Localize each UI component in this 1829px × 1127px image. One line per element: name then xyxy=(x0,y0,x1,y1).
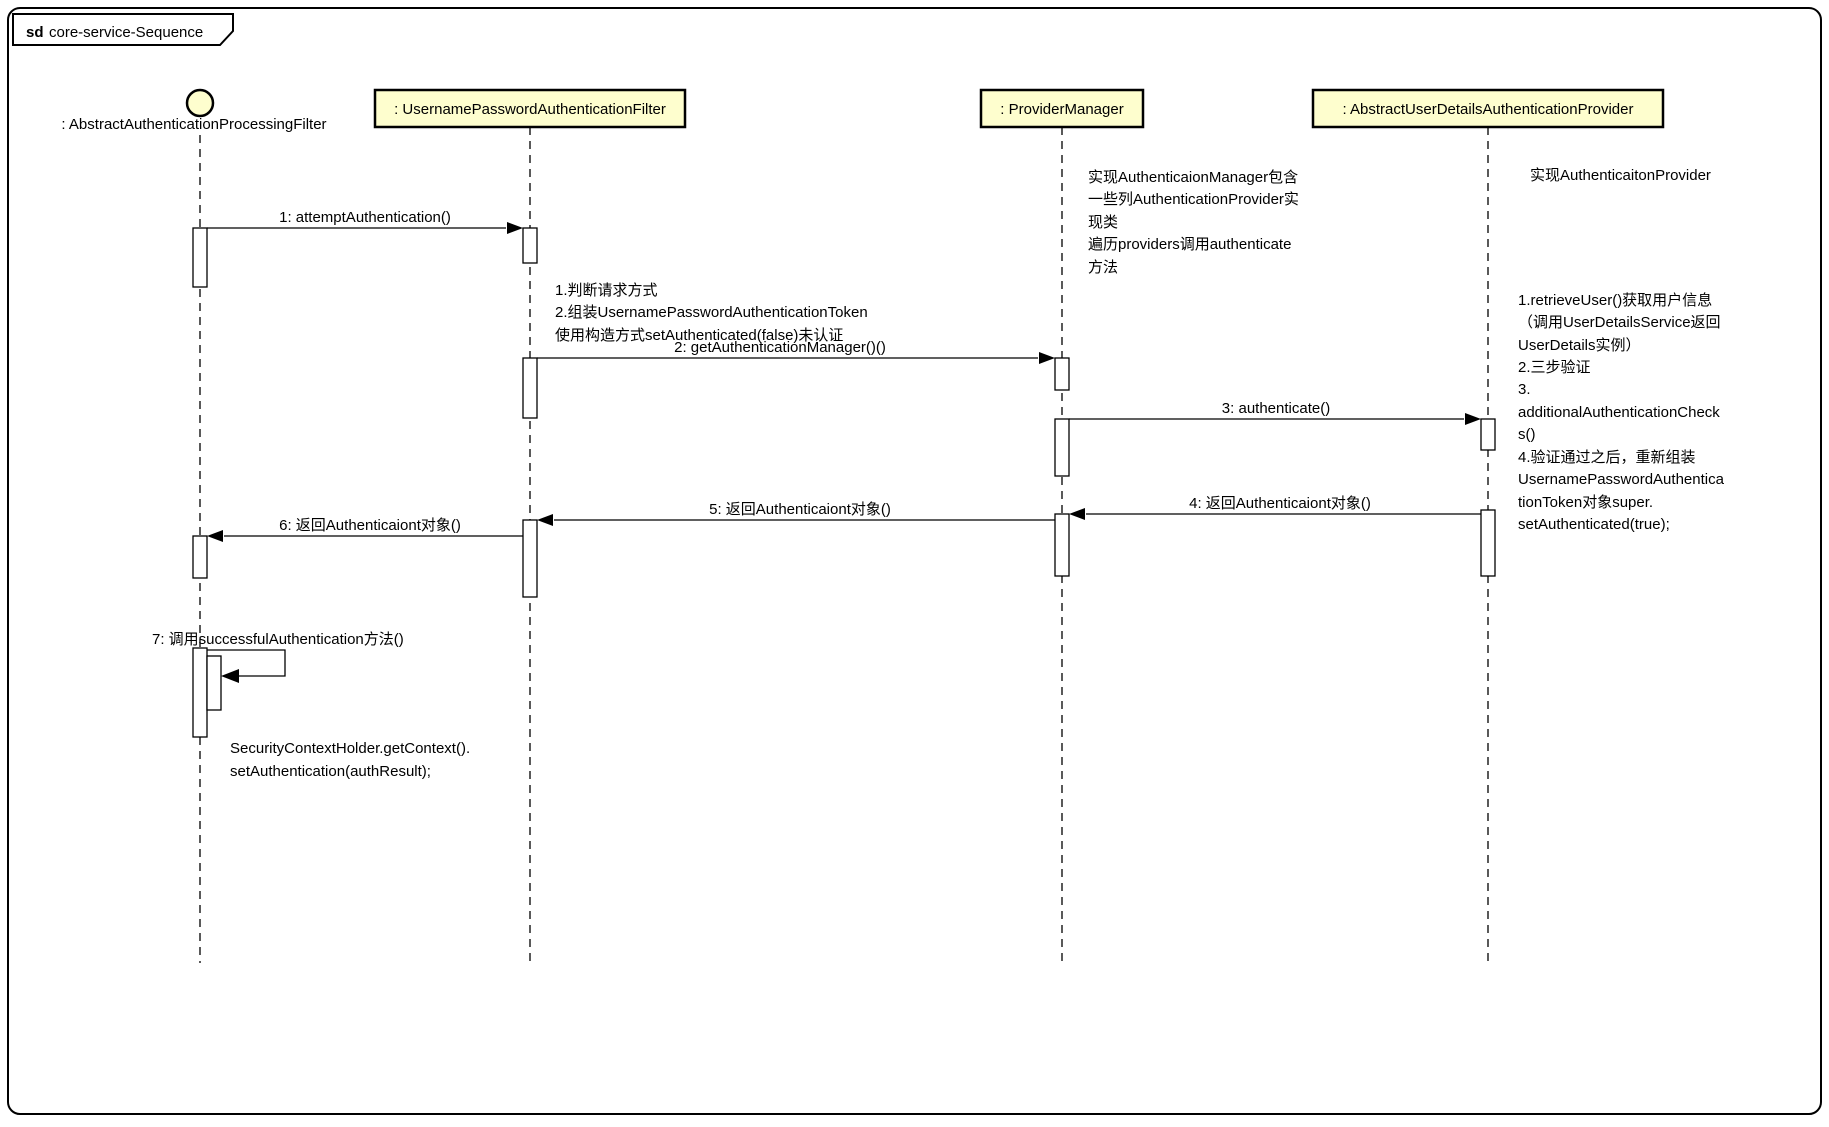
activation-bar xyxy=(522,519,538,598)
note-security-context: SecurityContextHolder.getContext(). setA… xyxy=(230,740,470,780)
lifeline-head-provider-manager: : ProviderManager xyxy=(979,88,1145,129)
note-line: 实现AuthenticaitonProvider xyxy=(1530,167,1711,184)
frame-tag-shape xyxy=(12,13,234,46)
lifeline-head-box xyxy=(979,88,1145,129)
note-line: 1.retrieveUser()获取用户信息 xyxy=(1518,292,1712,309)
lifeline-head-abstract-user-details-authentication-provider: : AbstractUserDetailsAuthenticationProvi… xyxy=(1311,88,1665,129)
message-label: 7: 调用successfulAuthentication方法() xyxy=(152,631,404,648)
message-label: 3: authenticate() xyxy=(1222,400,1330,417)
note-line: additionalAuthenticationCheck xyxy=(1518,404,1720,421)
note-line: 实现AuthenticaionManager包含 xyxy=(1088,169,1298,186)
note-line: setAuthenticated(true); xyxy=(1518,516,1670,533)
message-label: 2: getAuthenticationManager()() xyxy=(674,339,886,356)
note-line: 遍历providers调用authenticate xyxy=(1088,236,1291,253)
message-6-return-authentication: 6: 返回Authenticaiont对象() xyxy=(207,517,523,542)
message-4-return-authentication: 4: 返回Authenticaiont对象() xyxy=(1069,495,1481,520)
note-line: 3. xyxy=(1518,381,1531,398)
activation-bar xyxy=(192,535,208,579)
note-line: 使用构造方式setAuthenticated(false)未认证 xyxy=(555,327,843,344)
arrowhead-left-icon xyxy=(537,514,553,526)
note-line: 1.判断请求方式 xyxy=(555,282,658,299)
arrowhead-left-icon xyxy=(221,669,239,683)
message-3-authenticate: 3: authenticate() xyxy=(1069,400,1481,425)
note-line: 4.验证通过之后，重新组装 xyxy=(1518,449,1696,466)
actor-circle-icon xyxy=(185,88,215,118)
message-5-return-authentication: 5: 返回Authenticaiont对象() xyxy=(537,501,1055,526)
note-line: SecurityContextHolder.getContext(). xyxy=(230,740,470,757)
message-1-attempt-authentication: 1: attemptAuthentication() xyxy=(207,209,523,234)
lifeline-head-username-password-authentication-filter: : UsernamePasswordAuthenticationFilter xyxy=(373,88,687,129)
arrowhead-right-icon xyxy=(1465,413,1481,425)
lifeline-label: : UsernamePasswordAuthenticationFilter xyxy=(394,101,666,118)
diagram-frame-border xyxy=(7,7,1822,1115)
note-line: s() xyxy=(1518,426,1536,443)
note-line: 现类 xyxy=(1088,214,1118,231)
note-line: tionToken对象super. xyxy=(1518,494,1653,511)
note-line: 方法 xyxy=(1088,259,1118,276)
lifeline-head-box xyxy=(373,88,687,129)
activation-bar xyxy=(522,227,538,264)
note-line: setAuthentication(authResult); xyxy=(230,763,431,780)
message-label: 1: attemptAuthentication() xyxy=(279,209,451,226)
note-provider-manager: 实现AuthenticaionManager包含 一些列Authenticati… xyxy=(1088,169,1299,276)
note-line: 2.组装UsernamePasswordAuthenticationToken xyxy=(555,304,868,321)
arrowhead-right-icon xyxy=(507,222,523,234)
activation-bar xyxy=(1054,357,1070,391)
frame-keyword: sd xyxy=(26,24,44,41)
arrowhead-left-icon xyxy=(1069,508,1085,520)
note-line: UsernamePasswordAuthentica xyxy=(1518,471,1725,488)
note-line: UserDetails实例） xyxy=(1518,337,1641,354)
lifeline-head-actor: : AbstractAuthenticationProcessingFilter xyxy=(61,88,327,133)
message-label: 5: 返回Authenticaiont对象() xyxy=(709,501,891,518)
message-7-self-call-successful-authentication: 7: 调用successfulAuthentication方法() xyxy=(152,631,404,683)
note-line: 2.三步验证 xyxy=(1518,359,1591,376)
activation-bar xyxy=(1054,418,1070,477)
note-authentication-provider: 实现AuthenticaitonProvider xyxy=(1530,167,1711,184)
message-label: 6: 返回Authenticaiont对象() xyxy=(279,517,461,534)
message-label: 4: 返回Authenticaiont对象() xyxy=(1189,495,1371,512)
arrowhead-left-icon xyxy=(207,530,223,542)
activation-bar-nested xyxy=(206,655,222,711)
activation-bar xyxy=(522,357,538,419)
note-retrieve-user-steps: 1.retrieveUser()获取用户信息 （调用UserDetailsSer… xyxy=(1518,292,1725,533)
note-filter-steps: 1.判断请求方式 2.组装UsernamePasswordAuthenticat… xyxy=(555,282,868,344)
activation-bar xyxy=(1054,513,1070,577)
note-line: （调用UserDetailsService返回 xyxy=(1518,314,1721,331)
arrowhead-right-icon xyxy=(1039,352,1055,364)
self-message-line xyxy=(207,649,286,677)
activation-bar xyxy=(192,227,208,288)
note-line: 一些列AuthenticationProvider实 xyxy=(1088,191,1299,208)
lifeline-label: : AbstractUserDetailsAuthenticationProvi… xyxy=(1343,101,1634,118)
activation-bar xyxy=(1480,509,1496,577)
lifeline-label: : AbstractAuthenticationProcessingFilter xyxy=(61,116,326,133)
lifeline-head-box xyxy=(1311,88,1665,129)
frame-tag: sd core-service-Sequence xyxy=(12,13,234,46)
lifeline-label: : ProviderManager xyxy=(1000,101,1123,118)
frame-title: core-service-Sequence xyxy=(49,24,203,41)
message-2-get-authentication-manager: 2: getAuthenticationManager()() xyxy=(537,339,1055,364)
activation-bar xyxy=(1480,418,1496,451)
activation-bar xyxy=(192,647,208,738)
